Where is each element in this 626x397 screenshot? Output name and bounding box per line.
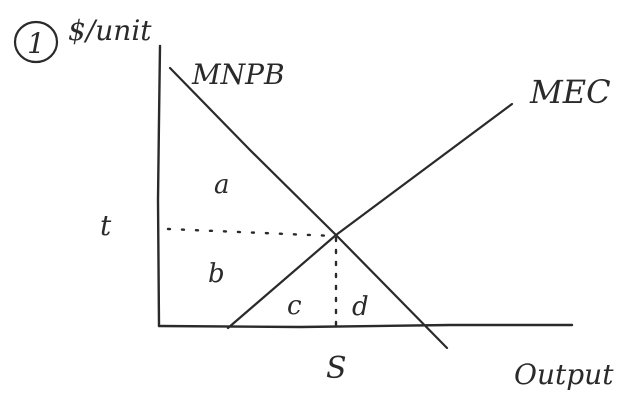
- figure-number-marker: 1: [13, 20, 59, 64]
- area-d-label: d: [352, 292, 369, 322]
- optimal-output-label: S: [326, 351, 347, 386]
- mnpb-curve: [168, 66, 449, 350]
- mec-curve: [226, 102, 514, 330]
- y-axis-label: $/unit: [68, 14, 152, 47]
- mnpb-label: MNPB: [191, 58, 285, 91]
- y-axis: [156, 44, 162, 328]
- x-axis-label: Output: [514, 358, 614, 391]
- area-a-label: a: [214, 170, 230, 200]
- figure-number-circle: [13, 20, 59, 64]
- mec-label: MEC: [529, 73, 611, 111]
- tax-level-dotted-line: [166, 227, 336, 238]
- tax-level-label: t: [100, 209, 112, 242]
- x-axis: [157, 323, 574, 329]
- figure-number: 1: [27, 27, 45, 60]
- area-b-label: b: [208, 259, 225, 289]
- area-c-label: c: [287, 291, 302, 321]
